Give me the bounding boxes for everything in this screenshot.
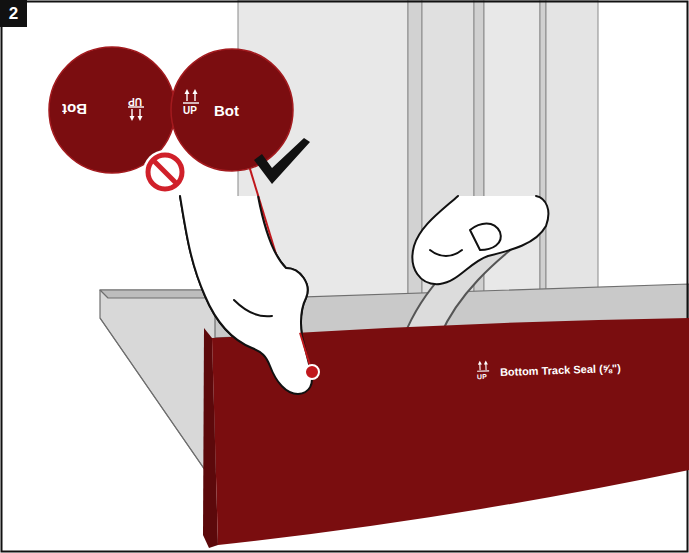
up-arrows (183, 89, 199, 103)
prohibited-sign (143, 150, 187, 194)
seal-shape (200, 310, 689, 553)
bottom-track-seal: UPBottom Track Seal (⅝") (200, 310, 689, 553)
finger-line (234, 300, 272, 316)
step-number: 2 (9, 5, 18, 22)
zoom-circle (171, 49, 293, 171)
up-arrows (477, 360, 489, 371)
up-marking: UP (183, 106, 197, 116)
right-orientation-callout: UP Bot (170, 48, 294, 172)
up-marking: UP (477, 373, 487, 380)
seal-label: Bot (214, 103, 239, 118)
check-mark (254, 138, 310, 184)
seal-label: Bot (62, 102, 87, 117)
step-number-box: 2 (0, 0, 27, 27)
up-arrows-inverted (128, 107, 144, 121)
pointing-hand (180, 196, 312, 394)
leader-dot (305, 365, 319, 379)
wrong-orientation-callout: UP Bot (48, 46, 176, 174)
up-marking: UP (128, 96, 142, 106)
